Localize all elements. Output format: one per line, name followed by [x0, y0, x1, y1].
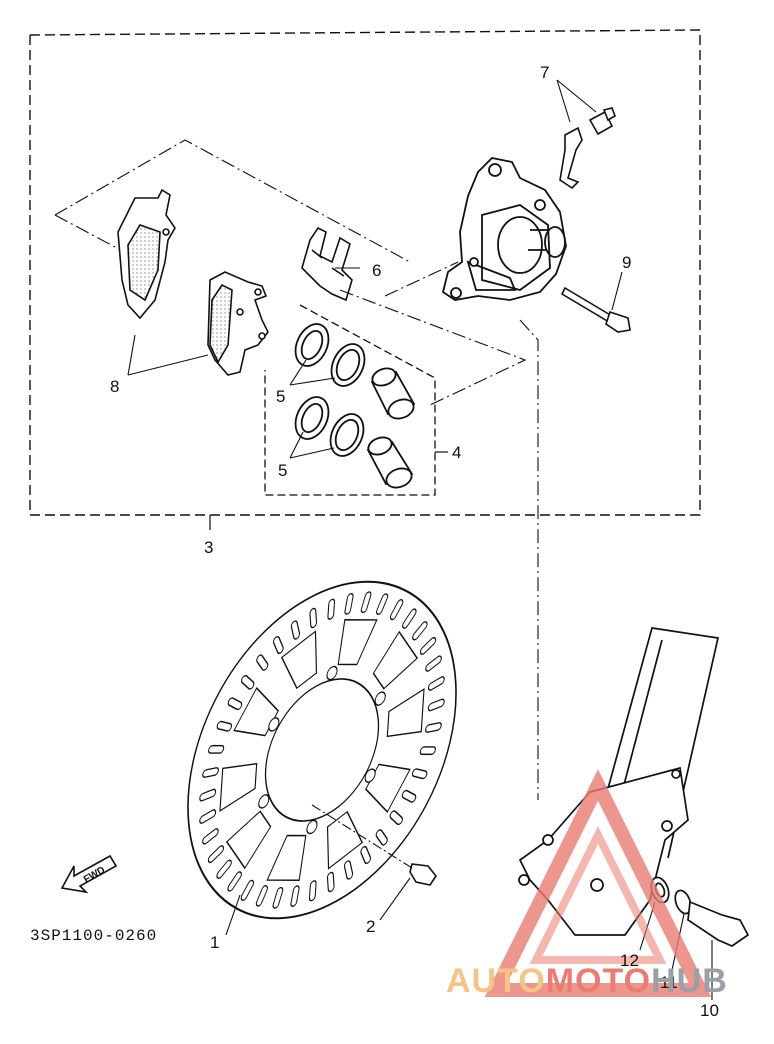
disc-slot: [256, 654, 269, 671]
disc-slot: [419, 636, 437, 655]
disc-bolt-hole: [258, 794, 270, 809]
watermark-auto: AUTO: [446, 962, 546, 1000]
disc-slot: [411, 768, 428, 780]
caliper-body: [441, 157, 567, 301]
part-label-5a: 5: [276, 387, 285, 406]
disc-slot: [360, 845, 372, 865]
disc-slot: [290, 885, 300, 907]
brake-pad-front: [117, 188, 176, 320]
disc-slot: [425, 722, 442, 733]
disc-slot: [419, 746, 436, 756]
fwd-label: FWD: [82, 865, 107, 886]
disc-slot: [202, 828, 219, 845]
disc-slot: [255, 885, 268, 907]
disc-slot: [308, 880, 317, 902]
disc-cutout: [386, 687, 425, 738]
part-label-1: 1: [210, 933, 219, 952]
leader-lines: [127, 79, 713, 1000]
disc-cutout: [280, 630, 318, 690]
piston-seals: [294, 323, 366, 457]
disc-slot: [360, 591, 372, 614]
disc-slot: [240, 879, 255, 901]
part-label-3: 3: [204, 538, 213, 557]
disc-slot: [208, 744, 225, 754]
part-label-6: 6: [372, 261, 381, 280]
disc-bolt-hole: [306, 819, 318, 835]
disc-bolt-hole: [374, 691, 386, 706]
watermark-moto: MOTO: [546, 962, 651, 1000]
guide-lines: [54, 139, 539, 800]
disc-slot: [227, 871, 242, 892]
pistons: [366, 367, 416, 489]
disc-slot: [309, 607, 318, 629]
part-label-9: 9: [622, 253, 631, 272]
svg-text:AUTOMOTOHUB: AUTOMOTOHUB: [446, 962, 728, 1000]
disc-slot: [290, 620, 301, 640]
diagram-code: 3SP1100-0260: [30, 927, 157, 945]
disc-slot: [227, 697, 243, 711]
disc-cutout: [266, 834, 307, 881]
disc-cutout: [326, 810, 364, 870]
caliper-assembly-box: [29, 29, 701, 530]
part-label-10: 10: [700, 1001, 719, 1020]
disc-slot: [412, 621, 428, 641]
disc-cutout: [372, 630, 419, 690]
disc-cutout: [337, 619, 378, 666]
disc-bolt: [311, 804, 437, 886]
disc-slot: [199, 788, 217, 802]
watermark-hub: HUB: [651, 962, 728, 1000]
disc-slot: [376, 593, 389, 615]
disc-slot: [427, 676, 445, 691]
disc-slot: [427, 698, 445, 712]
disc-slot: [272, 635, 284, 655]
disc-slot: [207, 845, 225, 864]
pad-spring-clip: [301, 226, 353, 302]
disc-bolt-hole: [268, 717, 280, 732]
disc-slot: [389, 810, 403, 826]
disc-slot: [344, 593, 354, 615]
automotohub-watermark: [484, 769, 712, 997]
disc-slot: [202, 767, 219, 778]
part-label-7: 7: [540, 63, 549, 82]
disc-slot: [199, 809, 217, 824]
disc-slot: [425, 655, 442, 672]
forward-arrow-icon: FWD: [60, 854, 118, 894]
disc-slot: [272, 886, 284, 909]
disc-slot: [327, 598, 336, 620]
disc-slot: [402, 608, 417, 629]
caliper-bolt: [560, 286, 631, 333]
part-label-12: 12: [620, 951, 639, 970]
part-label-11: 11: [660, 973, 678, 992]
disc-slot: [401, 789, 417, 803]
disc-slot: [389, 599, 404, 621]
disc-slot: [343, 860, 354, 880]
disc-slot: [241, 674, 255, 690]
disc-bolt-hole: [364, 768, 376, 783]
disc-slot: [326, 871, 335, 893]
seal-kit-box: [264, 304, 448, 496]
fork-hardware: [650, 876, 750, 947]
brake-pad-rear: [207, 271, 269, 376]
disc-cutout: [219, 762, 258, 813]
disc-cutout: [225, 810, 272, 870]
part-label-4: 4: [452, 443, 461, 462]
part-label-8: 8: [110, 377, 119, 396]
part-label-5b: 5: [278, 461, 287, 480]
disc-slot: [375, 829, 388, 846]
disc-slot: [216, 720, 233, 732]
part-label-2: 2: [366, 917, 375, 936]
bleed-screw: [559, 107, 616, 190]
disc-bolt-hole: [326, 665, 338, 681]
disc-slot: [216, 859, 232, 879]
brake-disc: [187, 580, 457, 920]
